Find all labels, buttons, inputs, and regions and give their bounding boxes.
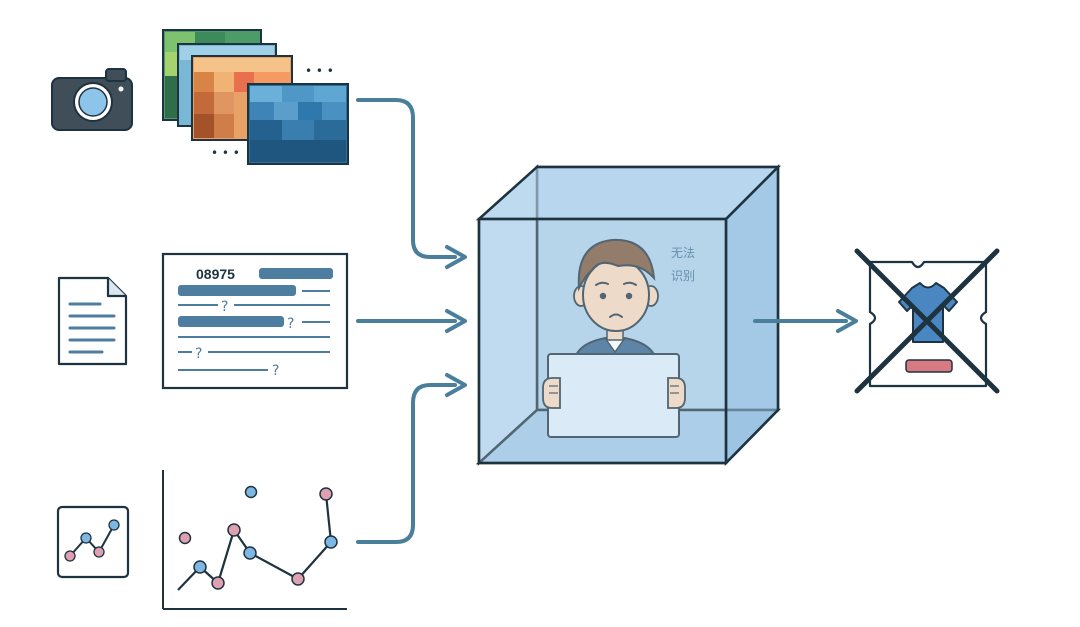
plot-outlier [178,531,192,545]
unknown-mark-3: ? [195,346,202,362]
output-arrow [753,309,858,333]
plot-outlier [244,485,258,499]
arrow-document-head [445,309,467,333]
confused-person [571,238,660,367]
plot-point [319,487,333,501]
camera-icon [51,68,133,131]
document-card: 08975 ? ? ? ? [161,252,349,390]
price-badge [905,359,953,373]
image-blue [247,83,349,165]
cannot-recognize-line2: 识别 [671,269,695,283]
plot-point [193,560,207,574]
image-stack: • • • • • • [162,29,349,165]
tshirt-icon [898,282,958,343]
arrow-images [356,98,457,259]
unknown-mark-4: ? [272,363,279,379]
document-number: 08975 [196,266,235,282]
plot-point [211,576,225,590]
plot-point [291,572,305,586]
input-arrows [356,98,467,544]
ellipsis-top: • • • [305,64,334,78]
ellipsis-bottom: • • • [211,146,240,160]
product-card [854,248,1000,394]
arrow-chart-head [445,373,467,397]
plot-point [227,523,241,537]
cross-icon [854,248,1000,394]
document-icon [57,276,128,366]
cannot-recognize-line1: 无法 [671,246,695,260]
unknown-mark-2: ? [287,316,294,332]
glass-cube-front [475,163,782,467]
line-chart-icon [56,505,130,579]
blank-sign [542,353,686,438]
plot-point [324,535,338,549]
arrow-images-head [445,245,467,269]
plot-point [243,546,257,560]
arrow-chart [356,383,457,544]
unknown-mark-1: ? [221,299,228,315]
scatter-plot [162,470,347,610]
